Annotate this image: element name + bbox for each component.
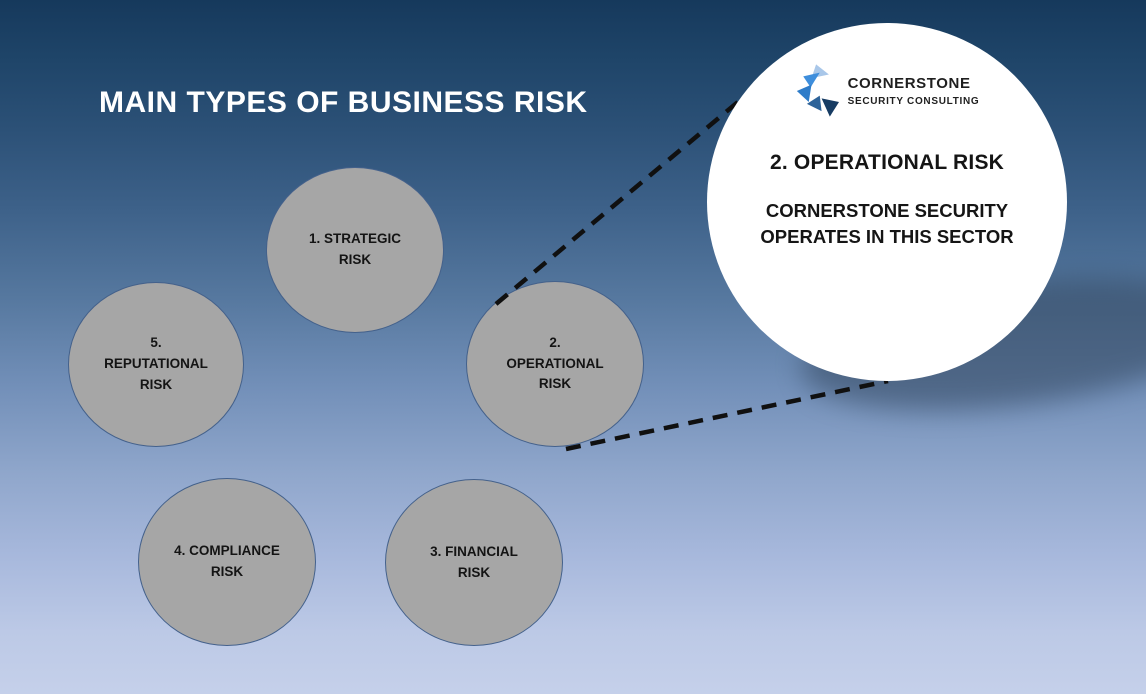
cornerstone-pinwheel-icon xyxy=(796,64,839,117)
risk-circle-strategic: 1. STRATEGIC RISK xyxy=(266,167,444,333)
risk-circle-operational: 2. OPERATIONAL RISK xyxy=(466,281,644,447)
logo-name: CORNERSTONE xyxy=(847,75,971,92)
risk-circle-reputational: 5. REPUTATIONAL RISK xyxy=(68,282,244,447)
logo-tagline: SECURITY CONSULTING xyxy=(847,96,980,107)
risk-circle-compliance: 4. COMPLIANCE RISK xyxy=(138,478,316,646)
callout-heading: 2. OPERATIONAL RISK xyxy=(769,151,1005,174)
slide-title: MAIN TYPES OF BUSINESS RISK xyxy=(99,86,588,119)
callout-circle: CORNERSTONE SECURITY CONSULTING 2. OPERA… xyxy=(707,23,1067,381)
callout-body: CORNERSTONE SECURITY OPERATES IN THIS SE… xyxy=(760,200,1014,247)
logo: CORNERSTONE SECURITY CONSULTING xyxy=(707,61,1067,121)
risk-circle-financial: 3. FINANCIAL RISK xyxy=(385,479,563,646)
logo-text: CORNERSTONE SECURITY CONSULTING xyxy=(848,75,980,107)
